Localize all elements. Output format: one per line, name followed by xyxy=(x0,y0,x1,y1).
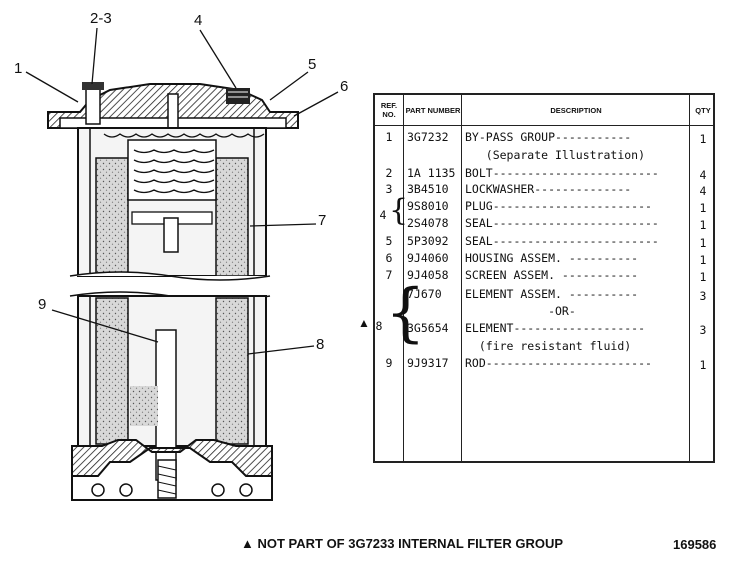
column-divider xyxy=(689,95,690,461)
leader-lines xyxy=(25,27,339,355)
row-desc: BOLT------------------------ xyxy=(465,166,659,180)
row-qty: 1 xyxy=(699,253,707,267)
callout-1: 1 xyxy=(14,60,23,77)
row-part: 3G7232 xyxy=(407,130,449,144)
callout-4: 4 xyxy=(194,12,203,29)
row-desc: ELEMENT ASSEM. ---------- xyxy=(465,287,639,301)
not-part-marker: ▲ xyxy=(358,316,370,330)
row-ref: 7 xyxy=(385,268,393,282)
row-desc: -OR- xyxy=(465,304,576,318)
header-qty: QTY xyxy=(695,105,711,115)
row-desc: SCREEN ASSEM. ----------- xyxy=(465,268,639,282)
row-qty: 1 xyxy=(699,270,707,284)
break-line-top xyxy=(69,271,271,281)
row-ref: 6 xyxy=(385,251,393,265)
callout-8: 8 xyxy=(316,336,325,353)
row-ref: 4 xyxy=(379,208,387,222)
row-qty: 1 xyxy=(699,201,707,215)
row-desc: LOCKWASHER-------------- xyxy=(465,182,632,196)
row-desc: ELEMENT------------------- xyxy=(465,321,646,335)
header-rule xyxy=(375,125,713,126)
row-desc: (Separate Illustration) xyxy=(465,148,646,162)
row-part: 3B4510 xyxy=(407,182,449,196)
header-part-number: PART NUMBER xyxy=(405,105,461,115)
drawing-number: 169586 xyxy=(673,537,717,552)
callout-2-3: 2-3 xyxy=(90,10,112,27)
row-part: 3G5654 xyxy=(407,321,449,335)
row-desc: PLUG----------------------- xyxy=(465,199,652,213)
row-qty: 3 xyxy=(699,289,707,303)
row-desc: ROD------------------------ xyxy=(465,356,652,370)
footer-note: ▲ NOT PART OF 3G7233 INTERNAL FILTER GRO… xyxy=(241,536,564,551)
row-part: 9J9317 xyxy=(407,356,449,370)
row-qty: 1 xyxy=(699,132,707,146)
row-ref: 1 xyxy=(385,130,393,144)
row-part: 2S4078 xyxy=(407,216,449,230)
brace-ref-4: { xyxy=(389,193,409,228)
row-ref: 3 xyxy=(385,182,393,196)
row-qty: 1 xyxy=(699,358,707,372)
row-part: 9J4058 xyxy=(407,268,449,282)
row-desc: BY-PASS GROUP----------- xyxy=(465,130,632,144)
row-ref: 2 xyxy=(385,166,393,180)
brace-ref-8: { xyxy=(385,276,426,350)
header-description: DESCRIPTION xyxy=(550,105,602,115)
row-part: 9S8010 xyxy=(407,199,449,213)
row-part: 1A 1135 xyxy=(407,166,456,180)
housing-lower xyxy=(77,295,267,481)
row-qty: 1 xyxy=(699,236,707,250)
row-desc: HOUSING ASSEM. ---------- xyxy=(465,251,639,265)
row-ref: 9 xyxy=(385,356,393,370)
row-part: 7J670 xyxy=(407,287,442,301)
plug xyxy=(226,88,250,104)
column-divider xyxy=(461,95,462,461)
callout-6: 6 xyxy=(340,78,349,95)
row-ref: 8 xyxy=(375,319,383,333)
housing-upper xyxy=(77,127,267,277)
header-ref-no: REF. NO. xyxy=(380,101,398,119)
callout-9: 9 xyxy=(38,296,47,313)
row-desc: SEAL------------------------ xyxy=(465,216,659,230)
row-qty: 1 xyxy=(699,218,707,232)
row-qty: 4 xyxy=(699,184,707,198)
row-desc: (fire resistant fluid) xyxy=(465,339,632,353)
bolt xyxy=(82,82,104,125)
row-part: 9J4060 xyxy=(407,251,449,265)
callout-7: 7 xyxy=(318,212,327,229)
row-qty: 4 xyxy=(699,168,707,182)
row-desc: SEAL------------------------ xyxy=(465,234,659,248)
row-qty: 3 xyxy=(699,323,707,337)
row-part: 5P3092 xyxy=(407,234,449,248)
base-casting xyxy=(71,439,273,501)
row-ref: 5 xyxy=(385,234,393,248)
parts-table: REF. NO. PART NUMBER DESCRIPTION QTY 1 3… xyxy=(373,93,715,463)
callout-5: 5 xyxy=(308,56,317,73)
column-divider xyxy=(403,95,404,461)
